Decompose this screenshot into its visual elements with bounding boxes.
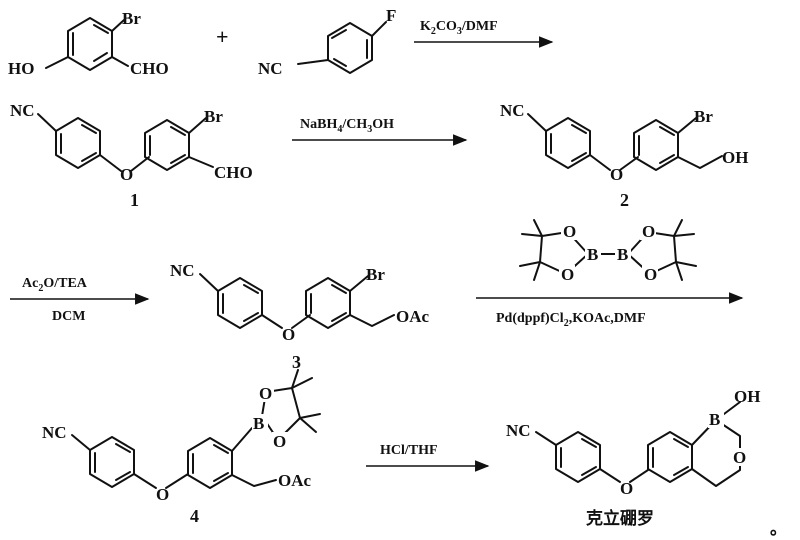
product-crisaborole: B O OH NC O 克立硼罗 [506, 387, 760, 529]
reaction-step-4: O O O O B B Pd(dppf)Cl2,KOAc,DMF [476, 219, 744, 329]
compound-number-2: 2 [620, 190, 629, 210]
aldehyde-label: CHO [130, 59, 169, 78]
ether-oxygen-label: O [620, 479, 633, 498]
boron-label: B [709, 410, 720, 429]
acetoxy-label: OAc [396, 307, 430, 326]
step1-reagents: K2CO3/DMF [420, 19, 498, 37]
boron-label: B [253, 414, 264, 433]
step4-reagents: Pd(dppf)Cl2,KOAc,DMF [496, 311, 646, 329]
ether-oxygen-label: O [120, 165, 133, 184]
hydroxy-label: OH [722, 148, 748, 167]
ether-oxygen-label: O [156, 485, 169, 504]
bromine-label: Br [122, 9, 141, 28]
compound-number-3: 3 [292, 352, 301, 372]
starting-material-bromohydroxybenzaldehyde: Br HO CHO [8, 9, 169, 78]
nitrile-label: NC [506, 421, 531, 440]
compound-number-4: 4 [190, 506, 199, 526]
step3-reagents-top: Ac2O/TEA [22, 276, 88, 294]
reaction-step-3: Ac2O/TEA DCM [10, 276, 150, 324]
nitrile-label: NC [42, 423, 67, 442]
compound-4: B O O NC O OAc 4 [42, 369, 321, 526]
bromine-label: Br [204, 107, 223, 126]
nitrile-label: NC [10, 101, 35, 120]
nitrile-label: NC [258, 59, 283, 78]
compound-3: NC O Br OAc 3 [170, 261, 430, 372]
step2-reagents: NaBH4/CH3OH [300, 117, 394, 135]
bis-pinacolato-diboron: O O O O B B [519, 219, 697, 284]
ring-oxygen-label: O [259, 384, 272, 403]
reaction-step-2: NaBH4/CH3OH [292, 117, 468, 146]
nitrile-label: NC [500, 101, 525, 120]
ether-oxygen-label: O [282, 325, 295, 344]
bromine-label: Br [366, 265, 385, 284]
product-name: 克立硼罗 [586, 508, 654, 529]
compound-2: NC O Br OH 2 [500, 101, 748, 210]
aldehyde-label: CHO [214, 163, 253, 182]
hydroxy-label: HO [8, 59, 34, 78]
step5-reagents: HCl/THF [380, 443, 438, 458]
fluorine-label: F [386, 6, 396, 25]
nitrile-label: NC [170, 261, 195, 280]
boron-label: B [587, 245, 598, 264]
ring-oxygen-label: O [273, 432, 286, 451]
ring-oxygen-label: O [644, 265, 657, 284]
ring-oxygen-label: O [642, 222, 655, 241]
ring-oxygen-label: O [733, 448, 746, 467]
compound-number-1: 1 [130, 190, 139, 210]
ring-oxygen-label: O [561, 265, 574, 284]
acetoxy-label: OAc [278, 471, 312, 490]
hydroxy-label: OH [734, 387, 760, 406]
ether-oxygen-label: O [610, 165, 623, 184]
boron-label: B [617, 245, 628, 264]
starting-material-fluorobenzonitrile: F NC [258, 6, 396, 78]
bromine-label: Br [694, 107, 713, 126]
reaction-step-1: K2CO3/DMF [414, 19, 554, 48]
step3-reagents-bottom: DCM [52, 309, 85, 324]
trailing-punctuation: 。 [770, 519, 787, 539]
compound-1: NC O Br CHO 1 [10, 101, 253, 210]
plus-sign: + [216, 24, 229, 49]
ring-oxygen-label: O [563, 222, 576, 241]
reaction-step-5: HCl/THF [366, 443, 490, 472]
